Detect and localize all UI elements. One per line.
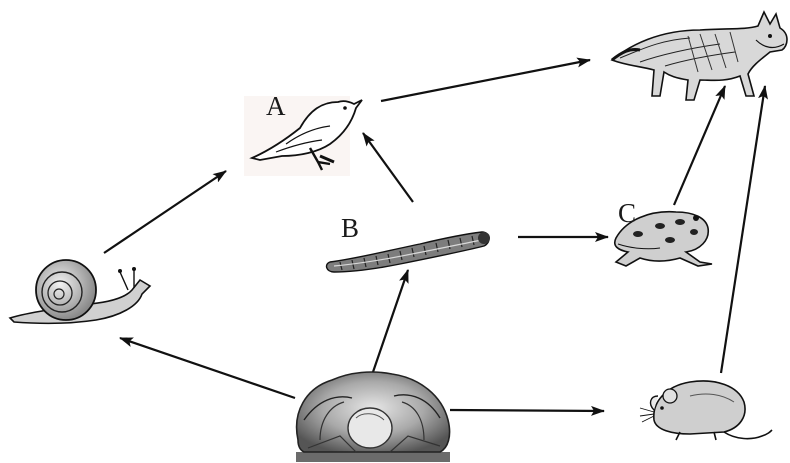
label-c: C [618,198,636,228]
mouse-icon [640,381,772,440]
cabbage-icon [296,372,450,462]
arrow-cabbage-to-caterpillar [373,270,408,372]
arrow-snail-to-bird [104,171,226,253]
arrow-cabbage-to-mouse [450,410,604,411]
bird-icon [244,96,362,176]
arrow-frog-to-fox [674,86,725,205]
label-b: B [341,213,359,243]
fox-icon [612,12,787,100]
arrow-bird-to-fox [381,60,590,101]
arrow-mouse-to-fox [721,86,765,373]
label-a: A [266,91,286,121]
arrow-caterpillar-to-bird [363,133,413,202]
snail-icon [10,260,150,323]
arrow-cabbage-to-snail [120,338,295,398]
